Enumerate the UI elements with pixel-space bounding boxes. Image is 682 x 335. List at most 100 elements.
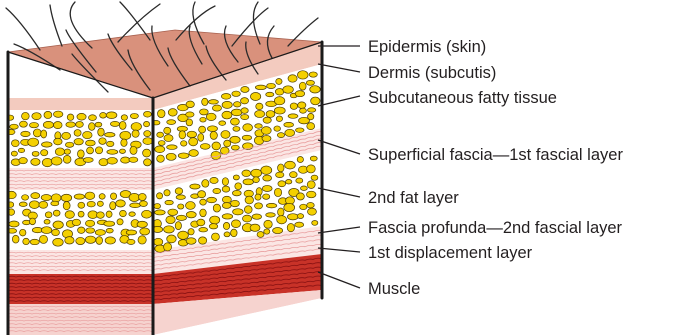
fat-cell <box>66 122 76 127</box>
fat-cell <box>29 201 39 209</box>
fat-cell <box>212 105 221 111</box>
fat-cell <box>127 239 135 244</box>
fat-cell <box>39 235 47 243</box>
front-face-layers <box>6 98 160 335</box>
fat-cell <box>290 103 297 109</box>
fat-cell <box>222 202 231 208</box>
fat-cell <box>121 139 127 146</box>
fat-cell <box>78 211 84 217</box>
fat-cell <box>63 155 71 163</box>
fat-cell <box>51 201 59 206</box>
fat-cell <box>232 91 240 96</box>
fat-cell <box>264 229 270 234</box>
fat-cell <box>106 211 112 217</box>
fat-cell <box>85 220 94 226</box>
fat-cell <box>256 103 263 110</box>
fat-cell <box>67 114 74 120</box>
fat-cell <box>164 190 170 196</box>
fat-cell <box>176 195 185 200</box>
fat-cell <box>245 196 253 204</box>
leader-fascia-profunda <box>318 227 360 233</box>
fat-cell <box>168 209 178 215</box>
layer-labels: Epidermis (skin) Dermis (subcutis) Subcu… <box>368 38 623 298</box>
fat-cell <box>140 201 148 207</box>
fat-cell <box>261 127 271 135</box>
fat-cell <box>167 120 176 125</box>
label-fascia-profunda: Fascia profunda—2nd fascial layer <box>368 219 623 237</box>
fat-cell <box>241 86 249 92</box>
fat-cell <box>266 92 274 96</box>
fat-cell <box>251 169 262 177</box>
fat-cell <box>212 142 220 150</box>
fat-cell <box>41 150 48 156</box>
fat-cell <box>274 126 281 131</box>
leader-2nd-fat-layer <box>318 188 360 197</box>
fat-cell <box>33 129 41 137</box>
fat-cell <box>106 112 117 119</box>
fat-cell <box>131 123 141 131</box>
fat-cell <box>166 216 175 224</box>
fat-cell <box>99 194 105 200</box>
fat-cell <box>255 110 265 117</box>
fat-cell <box>9 221 19 227</box>
fat-cell <box>164 127 171 134</box>
fat-cell <box>31 193 40 199</box>
fat-cell <box>78 202 85 208</box>
fat-cell <box>129 157 138 162</box>
fat-cell <box>22 112 30 119</box>
fat-cell <box>264 220 272 228</box>
fat-cell <box>78 227 85 233</box>
label-epidermis: Epidermis (skin) <box>368 38 486 56</box>
fat-cell <box>116 200 126 207</box>
fat-cell <box>88 211 98 219</box>
fat-cell <box>186 112 194 117</box>
superficial-fascia-front <box>8 168 153 190</box>
fat-cell <box>300 186 307 191</box>
fat-cell <box>189 138 198 146</box>
fat-cell <box>99 159 108 166</box>
fat-cell <box>11 151 17 156</box>
fat-cell <box>232 190 241 195</box>
fat-cell <box>250 224 260 231</box>
fat-cell <box>110 202 116 210</box>
fat-cell <box>241 98 249 104</box>
fat-cell <box>255 124 263 129</box>
fat-cell <box>65 211 74 219</box>
fat-cell <box>310 156 317 161</box>
fat-cell <box>231 145 239 150</box>
fat-cell <box>300 204 307 209</box>
fat-cell <box>199 228 208 232</box>
fat-cell <box>72 219 80 226</box>
fat-cell <box>130 113 138 118</box>
fat-cell <box>255 194 261 200</box>
fat-cell <box>41 142 52 147</box>
fat-cell <box>54 138 62 145</box>
fat-cell <box>143 138 153 145</box>
fat-cell <box>284 203 295 211</box>
fat-cell <box>186 119 192 126</box>
label-dermis: Dermis (subcutis) <box>368 64 496 82</box>
fat-cell <box>178 231 189 239</box>
fat-cell <box>223 222 229 229</box>
hair <box>6 8 40 50</box>
fat-cell <box>186 202 196 210</box>
fat-cell <box>296 128 305 132</box>
fat-cell <box>222 214 232 219</box>
fat-cell <box>257 232 264 238</box>
fat-cell <box>209 224 217 229</box>
fat-cell <box>179 131 186 139</box>
leader-muscle <box>318 272 360 288</box>
fat-cell <box>165 200 173 204</box>
fat-cell <box>213 204 220 212</box>
fat-cell <box>297 157 303 163</box>
fat-cell <box>277 133 284 138</box>
fat-cell <box>106 141 113 146</box>
fat-cell <box>95 230 105 236</box>
fat-cell <box>307 181 315 189</box>
fat-cell <box>156 193 162 199</box>
fat-cell <box>89 115 97 121</box>
fat-cell <box>307 208 316 215</box>
fat-cell <box>86 228 95 233</box>
